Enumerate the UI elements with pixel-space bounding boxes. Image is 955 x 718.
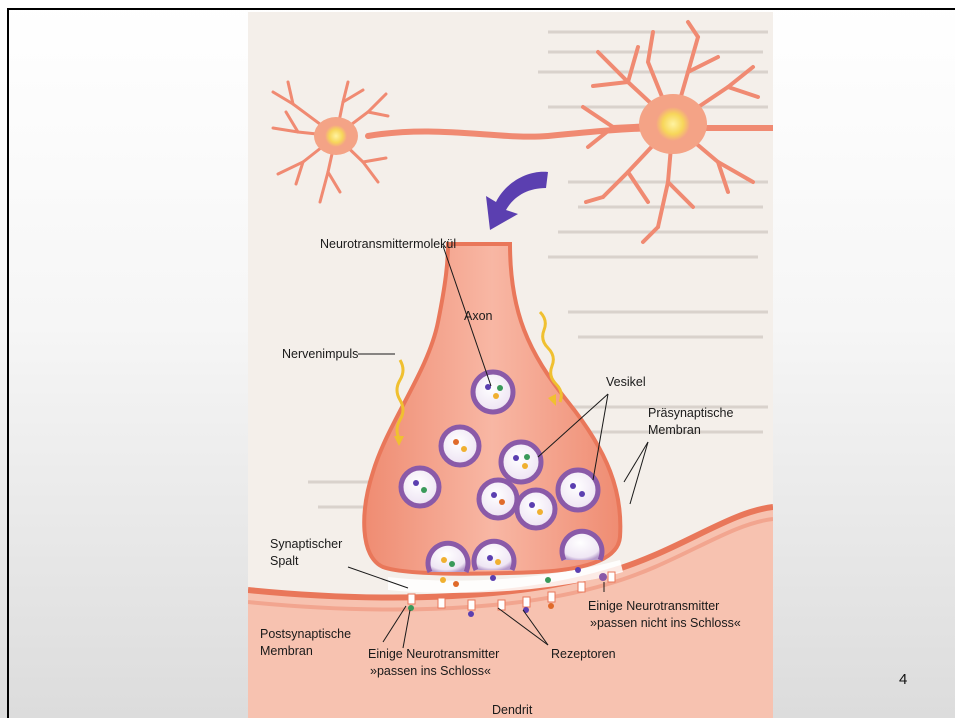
label-receptors: Rezeptoren [551, 647, 616, 661]
page-number: 4 [899, 671, 907, 688]
vesicle [517, 490, 555, 528]
label-postsynaptic-membrane-2: Membran [260, 644, 313, 658]
vesicle-fusing [562, 531, 602, 560]
label-postsynaptic-membrane-1: Postsynaptische [260, 627, 351, 641]
label-presynaptic-membrane-1: Präsynaptische [648, 406, 734, 420]
label-no-fit-1: Einige Neurotransmitter [588, 599, 719, 613]
label-vesicles: Vesikel [606, 375, 646, 389]
left-neuron-nucleus [325, 125, 347, 147]
label-nerve-impulse: Nervenimpuls [282, 347, 358, 361]
label-dendrite: Dendrit [492, 703, 533, 717]
vesicle [473, 372, 513, 412]
label-synaptic-cleft-2: Spalt [270, 554, 299, 568]
right-neuron-nucleus [656, 107, 690, 141]
label-axon: Axon [464, 309, 493, 323]
label-fit-2: »passen ins Schloss« [370, 664, 491, 678]
vesicle [479, 480, 517, 518]
vesicle-fusing [428, 543, 468, 572]
label-presynaptic-membrane-2: Membran [648, 423, 701, 437]
label-neurotransmitter-molecule: Neurotransmittermolekül [320, 237, 456, 251]
vesicle [501, 442, 541, 482]
synapse-diagram: Neurotransmittermolekül Axon Nervenimpul… [248, 12, 773, 718]
label-no-fit-2: »passen nicht ins Schloss« [590, 616, 741, 630]
vesicle [401, 468, 439, 506]
label-synaptic-cleft-1: Synaptischer [270, 537, 342, 551]
vesicle [558, 470, 598, 510]
vesicle-fusing [474, 541, 514, 570]
vesicle [441, 427, 479, 465]
label-fit-1: Einige Neurotransmitter [368, 647, 499, 661]
